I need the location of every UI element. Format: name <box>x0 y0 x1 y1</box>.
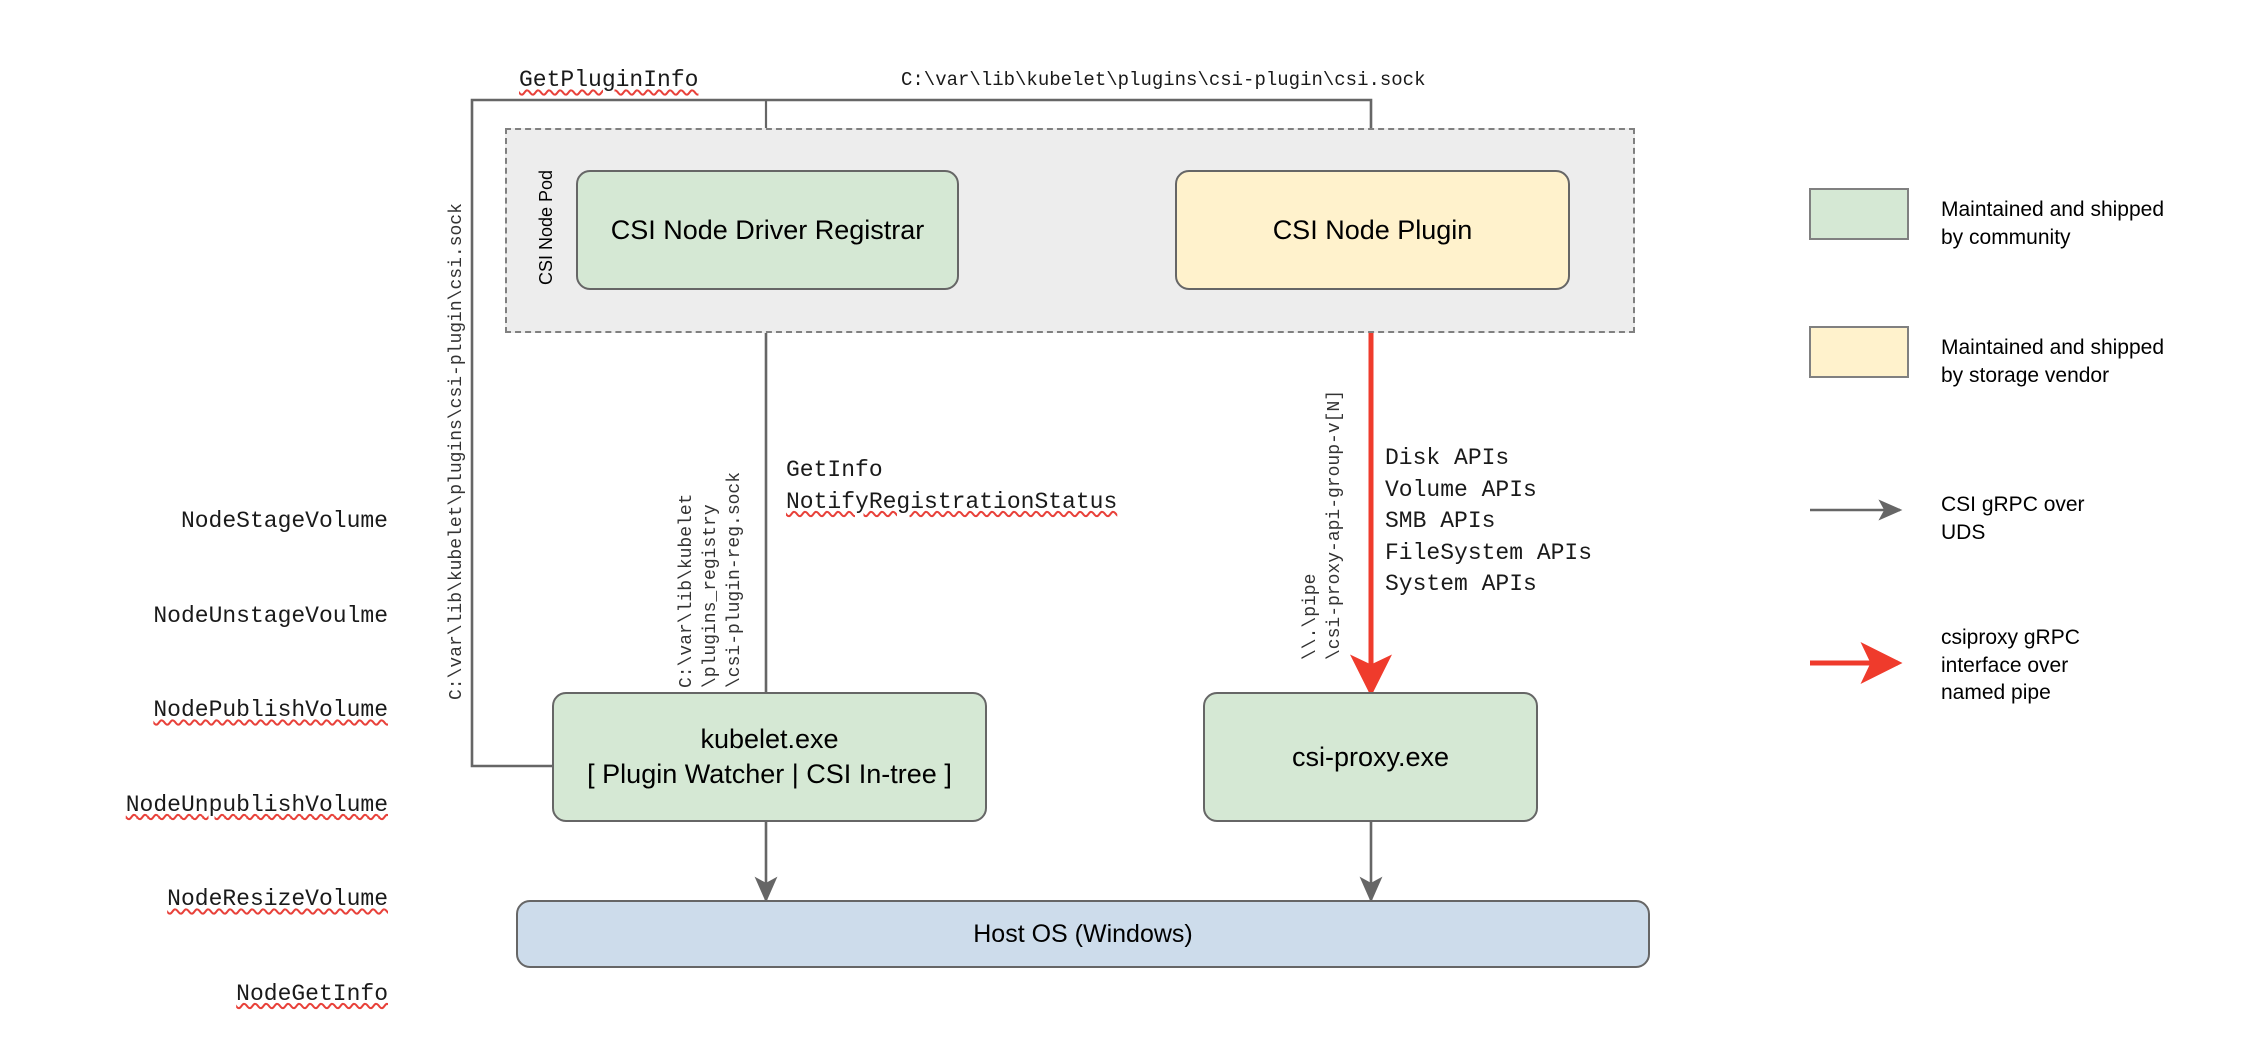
label-reg-sock-line-3: \csi-plugin-reg.sock <box>724 471 745 688</box>
legend-label-csi-grpc-uds: CSI gRPC over UDS <box>1941 493 2085 544</box>
legend-swatch-community <box>1809 188 1909 240</box>
legend-label-storage-vendor: Maintained and shipped by storage vendor <box>1941 336 2165 387</box>
legend-label-csiproxy-named-pipe: csiproxy gRPC interface over named pipe <box>1941 626 2080 705</box>
node-service-api-item: NodeStageVolume <box>180 508 388 534</box>
node-csi-node-driver-registrar-label: CSI Node Driver Registrar <box>610 214 925 245</box>
node-service-api-item: NodeUnstageVoulme <box>153 602 388 629</box>
node-csi-node-plugin[interactable]: CSI Node Plugin <box>1175 170 1570 290</box>
node-service-api-item: NodeResizeVolume <box>167 886 388 912</box>
label-registration-call-1: NotifyRegistrationStatus <box>786 488 1118 515</box>
label-registration-call-0: GetInfo <box>786 457 883 483</box>
node-kubelet-line1: kubelet.exe <box>700 724 839 755</box>
label-getplugininfo: GetPluginInfo <box>519 67 699 93</box>
label-named-pipe-line-1: \\.\pipe <box>1301 573 1321 660</box>
csi-node-pod-label: CSI Node Pod <box>536 169 556 285</box>
node-service-api-item: NodeUnpublishVolume <box>125 791 388 818</box>
node-host-os-label: Host OS (Windows) <box>973 920 1193 948</box>
node-service-api-item: NodePublishVolume <box>153 697 388 723</box>
csi-proxy-api-item: FileSystem APIs <box>1385 539 1593 566</box>
csi-proxy-api-item: System APIs <box>1385 571 1537 597</box>
node-service-api-item: NodeGetInfo <box>236 980 388 1007</box>
label-csi-sock-path-top: C:\var\lib\kubelet\plugins\csi-plugin\cs… <box>901 69 1426 91</box>
label-csi-sock-path-vertical: C:\var\lib\kubelet\plugins\csi-plugin\cs… <box>447 203 467 700</box>
legend-label-community: Maintained and shipped by community <box>1941 198 2165 249</box>
csi-proxy-api-item: SMB APIs <box>1385 508 1496 534</box>
label-named-pipe-vertical-group: \\.\pipe \csi-proxy-api-group-v[N] <box>1300 390 1348 660</box>
label-named-pipe-line-2: \csi-proxy-api-group-v[N] <box>1324 389 1345 660</box>
label-reg-sock-vertical-group: C:\var\lib\kubelet \plugins_registry \cs… <box>676 472 747 688</box>
label-reg-sock-line-1: C:\var\lib\kubelet <box>677 493 697 688</box>
node-kubelet[interactable]: kubelet.exe [ Plugin Watcher | CSI In-tr… <box>552 692 987 822</box>
node-csi-node-driver-registrar[interactable]: CSI Node Driver Registrar <box>576 170 959 290</box>
node-kubelet-line2: [ Plugin Watcher | CSI In-tree ] <box>587 759 952 789</box>
label-registration-calls: GetInfo NotifyRegistrationStatus <box>786 455 1117 518</box>
node-csi-node-plugin-label: CSI Node Plugin <box>1272 214 1473 245</box>
node-service-api-list: NodeStageVolume NodeUnstageVoulme NodePu… <box>88 443 388 1044</box>
node-csi-proxy-label: csi-proxy.exe <box>1291 741 1450 772</box>
csi-proxy-api-list: Disk APIs Volume APIs SMB APIs FileSyste… <box>1385 443 1592 601</box>
node-csi-proxy[interactable]: csi-proxy.exe <box>1203 692 1538 822</box>
legend-swatch-storage-vendor <box>1809 326 1909 378</box>
csi-proxy-api-item: Disk APIs <box>1385 445 1510 471</box>
node-host-os[interactable]: Host OS (Windows) <box>516 900 1650 968</box>
label-reg-sock-line-2: \plugins_registry <box>700 504 721 688</box>
csi-proxy-api-item: Volume APIs <box>1385 476 1537 503</box>
